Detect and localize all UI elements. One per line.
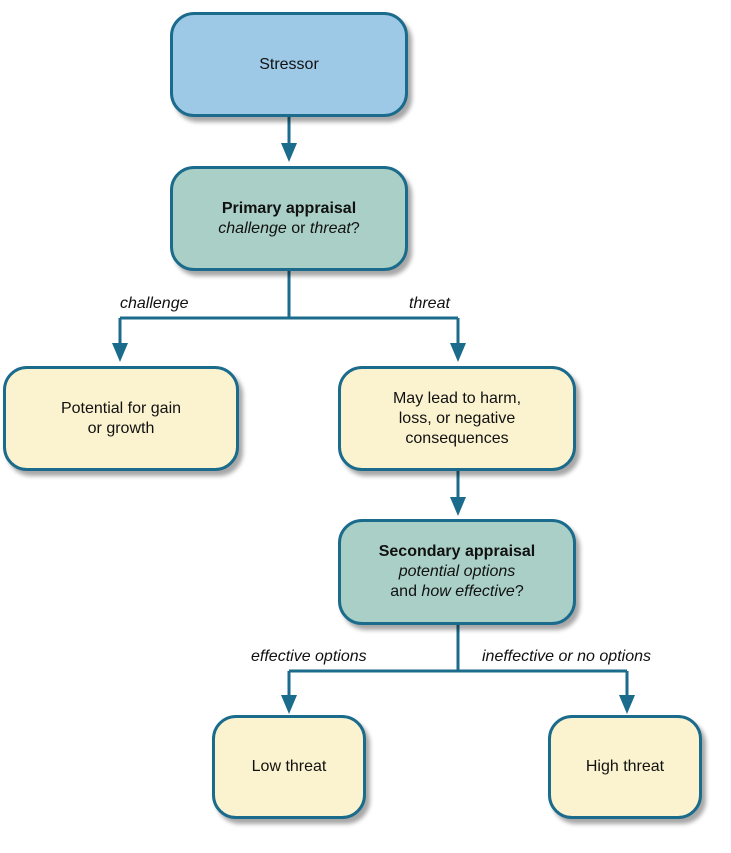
arrowhead-ineffective [619, 695, 635, 714]
high-threat-text: High threat [585, 758, 665, 775]
arrowhead-challenge [112, 343, 128, 362]
primary-appraisal-title: Primary appraisal [221, 199, 357, 217]
secondary-appraisal-line2: potential options [398, 563, 516, 580]
edge-label-ineffective: ineffective or no options [482, 648, 651, 665]
edge-label-threat: threat [409, 295, 450, 312]
node-secondary-appraisal: Secondary appraisal potential options an… [338, 519, 576, 625]
arrowhead-harm-to-secondary [450, 497, 466, 516]
potential-gain-line2: or growth [87, 419, 155, 437]
arrowhead-threat [450, 343, 466, 362]
node-stressor: Stressor [170, 12, 408, 117]
node-high-threat: High threat [548, 715, 702, 819]
secondary-appraisal-line3: and how effective? [390, 583, 524, 600]
potential-gain-line1: Potential for gain [60, 399, 182, 417]
low-threat-text: Low threat [251, 758, 327, 775]
primary-appraisal-question: challenge or threat? [218, 219, 360, 237]
node-low-threat: Low threat [212, 715, 366, 819]
harm-line3: consequences [405, 429, 509, 447]
harm-line1: May lead to harm, [392, 389, 522, 407]
arrowhead-stressor-to-primary [281, 143, 297, 162]
node-stressor-text: Stressor [259, 55, 319, 73]
node-harm: May lead to harm, loss, or negative cons… [338, 366, 576, 471]
node-primary-appraisal: Primary appraisal challenge or threat? [170, 166, 408, 271]
arrowhead-effective [281, 695, 297, 714]
edge-label-challenge: challenge [120, 295, 189, 312]
secondary-appraisal-title: Secondary appraisal [378, 543, 536, 560]
node-potential-gain: Potential for gain or growth [3, 366, 239, 471]
harm-line2: loss, or negative [398, 409, 516, 427]
edge-label-effective: effective options [251, 648, 367, 665]
